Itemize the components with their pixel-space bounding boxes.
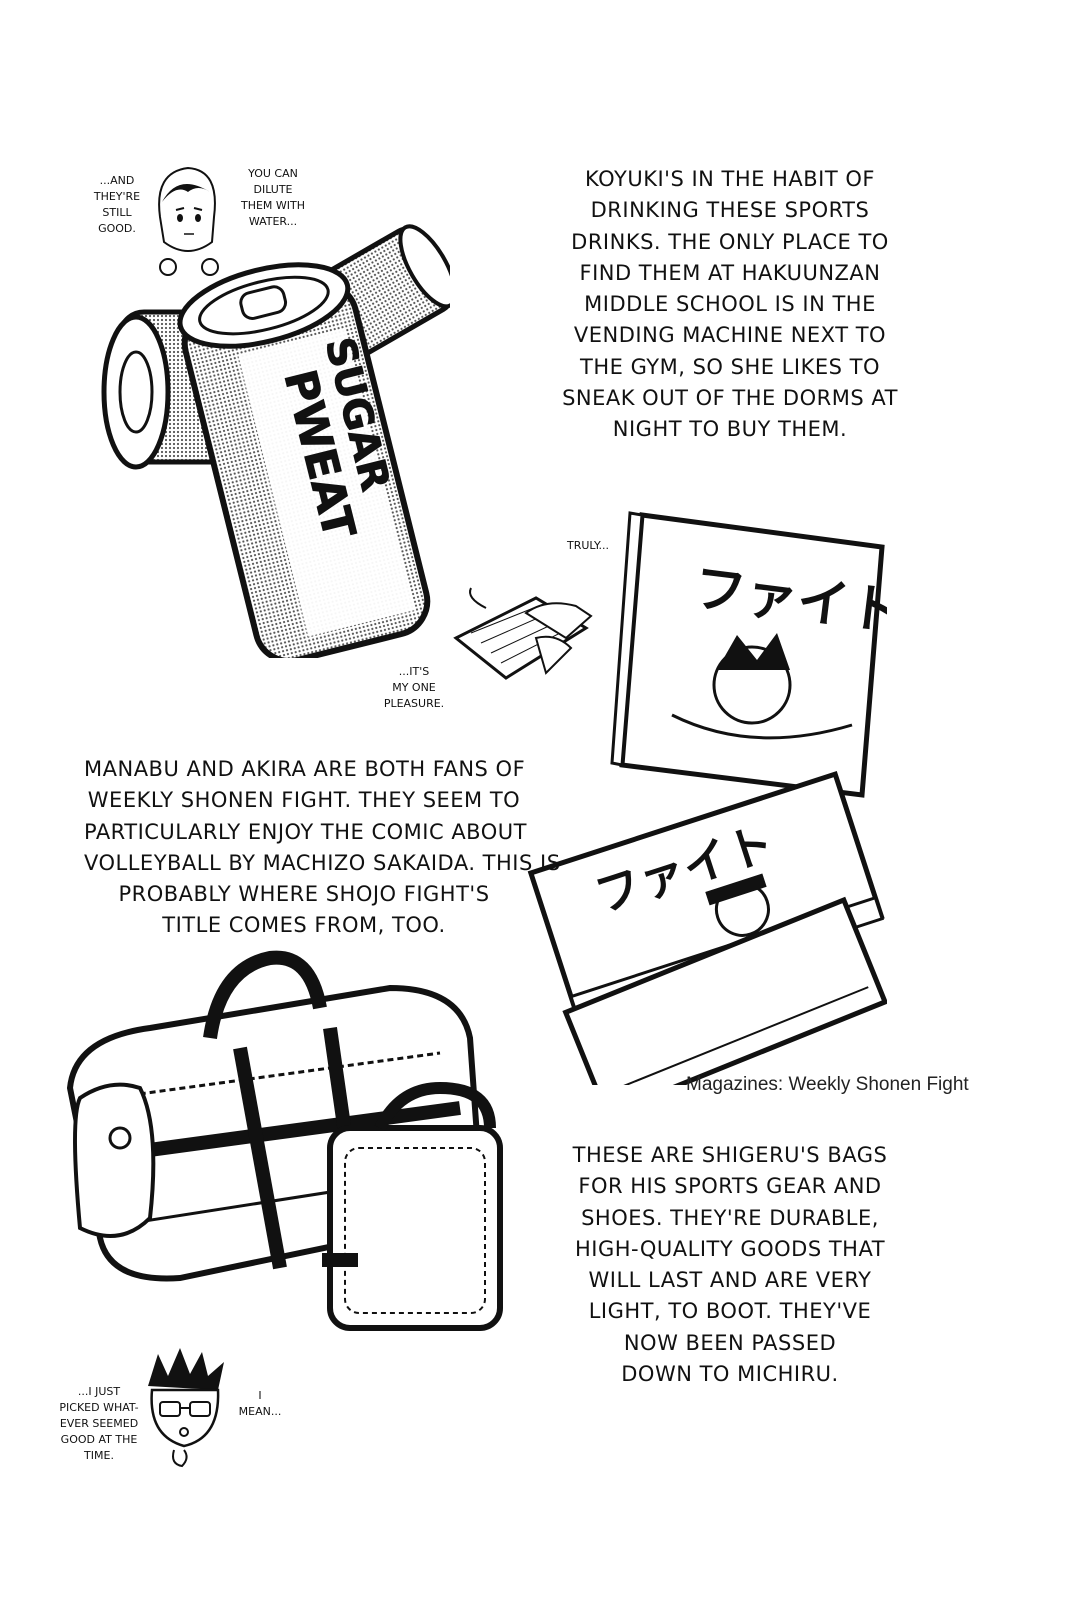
paragraph-line: THESE ARE SHIGERU'S BAGS: [572, 1143, 888, 1167]
remark-line: THEM WITH: [240, 199, 306, 212]
paragraph-line: WILL LAST AND ARE VERY: [588, 1268, 872, 1293]
paragraph-line: NOW BEEN PASSED: [623, 1330, 837, 1355]
remark-line: ...IT'S: [398, 665, 430, 678]
remark-line: MEAN...: [238, 1405, 282, 1418]
paragraph-line: VENDING MACHINE NEXT TO: [573, 323, 887, 348]
manabu-remark-bottom: ...IT'S MY ONE PLEASURE.: [358, 664, 470, 712]
paragraph-line: SHOES. THEY'RE DURABLE,: [581, 1205, 879, 1230]
koyuki-face-illustration: [158, 166, 219, 276]
paragraph-line: NIGHT TO BUY THEM.: [612, 417, 848, 442]
paragraph-line: DRINKS. THE ONLY PLACE TO: [571, 229, 889, 254]
paragraph-line: THE GYM, SO SHE LIKES TO: [580, 354, 880, 379]
remark-line: GOOD.: [98, 222, 136, 235]
koyuki-remark-right: YOU CAN DILUTE THEM WITH WATER...: [232, 166, 314, 230]
remark-line: DILUTE: [253, 183, 293, 196]
koyuki-paragraph: KOYUKI'S IN THE HABIT OF DRINKING THESE …: [545, 164, 915, 446]
paragraph-line: FOR HIS SPORTS GEAR AND: [578, 1174, 882, 1199]
remark-line: MY ONE: [392, 681, 436, 694]
shonen-fight-magazines-illustration: ファイト ファイト: [527, 511, 887, 1085]
paragraph-line: TITLE COMES FROM, TOO.: [162, 913, 446, 938]
manabu-paragraph: MANABU AND AKIRA ARE BOTH FANS OF WEEKLY…: [84, 754, 561, 942]
remark-line: GOOD AT THE: [60, 1433, 138, 1446]
remark-line: PLEASURE.: [383, 697, 445, 710]
remark-line: ...AND: [99, 174, 135, 187]
remark-line: STILL: [102, 206, 132, 219]
paragraph-line: LIGHT, TO BOOT. THEY'VE: [588, 1299, 872, 1324]
remark-line: THEY'RE: [93, 190, 141, 203]
remark-line: TIME.: [84, 1449, 114, 1462]
paragraph-line: MANABU AND AKIRA ARE BOTH FANS OF: [84, 757, 526, 781]
remark-line: I: [258, 1389, 262, 1402]
remark-line: TRULY...: [566, 539, 610, 552]
sports-drink-cans-illustration: SUGAR PWEAT: [101, 224, 450, 658]
paragraph-line: DRINKING THESE SPORTS: [590, 198, 870, 223]
remark-line: EVER SEEMED: [59, 1417, 139, 1430]
paragraph-line: SNEAK OUT OF THE DORMS AT: [562, 386, 898, 411]
remark-line: WATER...: [248, 215, 298, 228]
paragraph-line: MIDDLE SCHOOL IS IN THE: [584, 292, 876, 317]
paragraph-line: KOYUKI'S IN THE HABIT OF: [585, 167, 875, 191]
sports-bags-illustration: [66, 950, 503, 1331]
shigeru-paragraph: THESE ARE SHIGERU'S BAGS FOR HIS SPORTS …: [560, 1140, 900, 1390]
remark-line: PICKED WHAT-: [59, 1401, 139, 1414]
remark-line: ...I JUST: [77, 1385, 121, 1398]
manabu-remark-top: TRULY...: [548, 538, 628, 554]
paragraph-line: PROBABLY WHERE SHOJO FIGHT'S: [118, 882, 490, 907]
paragraph-line: VOLLEYBALL BY MACHIZO SAKAIDA. THIS IS: [84, 850, 561, 875]
shigeru-remark-right: I MEAN...: [230, 1388, 290, 1420]
paragraph-line: PARTICULARLY ENJOY THE COMIC ABOUT: [84, 819, 527, 844]
shigeru-face-illustration: [148, 1348, 224, 1468]
remark-line: YOU CAN: [248, 167, 298, 180]
paragraph-line: DOWN TO MICHIRU.: [621, 1362, 839, 1387]
koyuki-remark-left: ...AND THEY'RE STILL GOOD.: [82, 173, 152, 237]
paragraph-line: WEEKLY SHONEN FIGHT. THEY SEEM TO: [87, 788, 521, 813]
paragraph-line: HIGH-QUALITY GOODS THAT: [574, 1236, 886, 1261]
magazine-caption: Magazines: Weekly Shonen Fight: [686, 1074, 969, 1095]
paragraph-line: FIND THEM AT HAKUUNZAN: [579, 260, 881, 285]
shigeru-remark-left: ...I JUST PICKED WHAT- EVER SEEMED GOOD …: [54, 1384, 144, 1464]
keyboard-hands-illustration: [453, 587, 593, 680]
